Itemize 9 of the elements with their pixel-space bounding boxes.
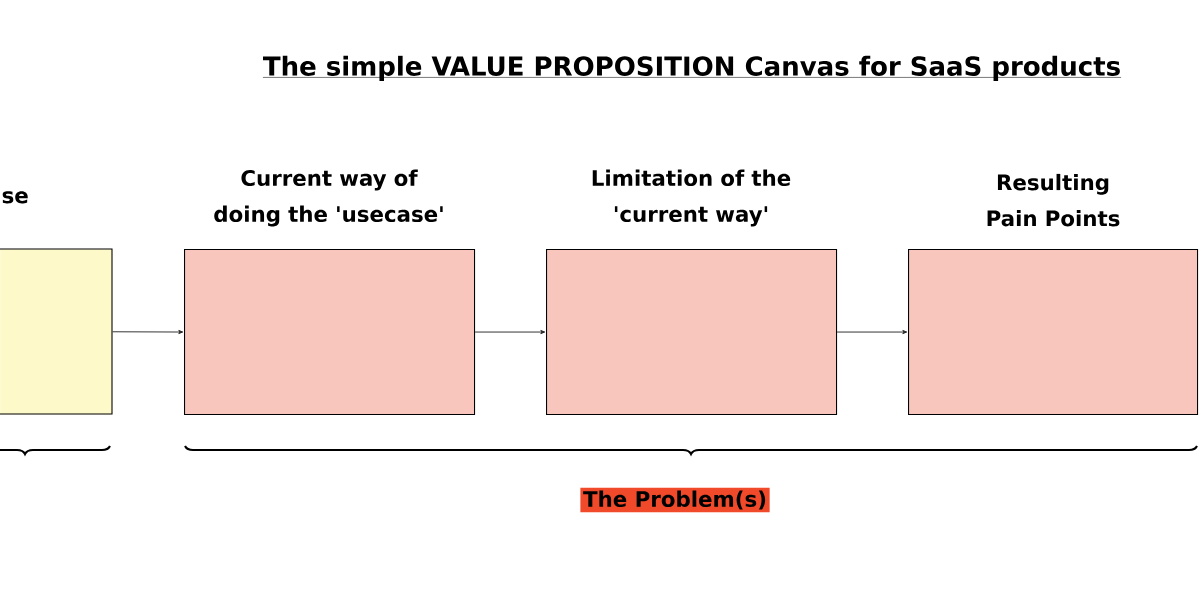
- box-heading: se: [2, 191, 28, 204]
- arrow: [112, 329, 184, 335]
- box-heading: Current way of doing the 'usecase': [214, 169, 443, 227]
- highlighted-label: The Problem(s): [580, 487, 770, 513]
- arrow: [474, 329, 546, 335]
- box-heading: Resulting Pain Points: [987, 173, 1120, 227]
- title: The simple VALUE PROPOSITION Canvas for SaaS products: [262, 55, 1122, 81]
- box-heading: Limitation of the 'current way': [592, 169, 791, 227]
- arrow: [836, 329, 908, 335]
